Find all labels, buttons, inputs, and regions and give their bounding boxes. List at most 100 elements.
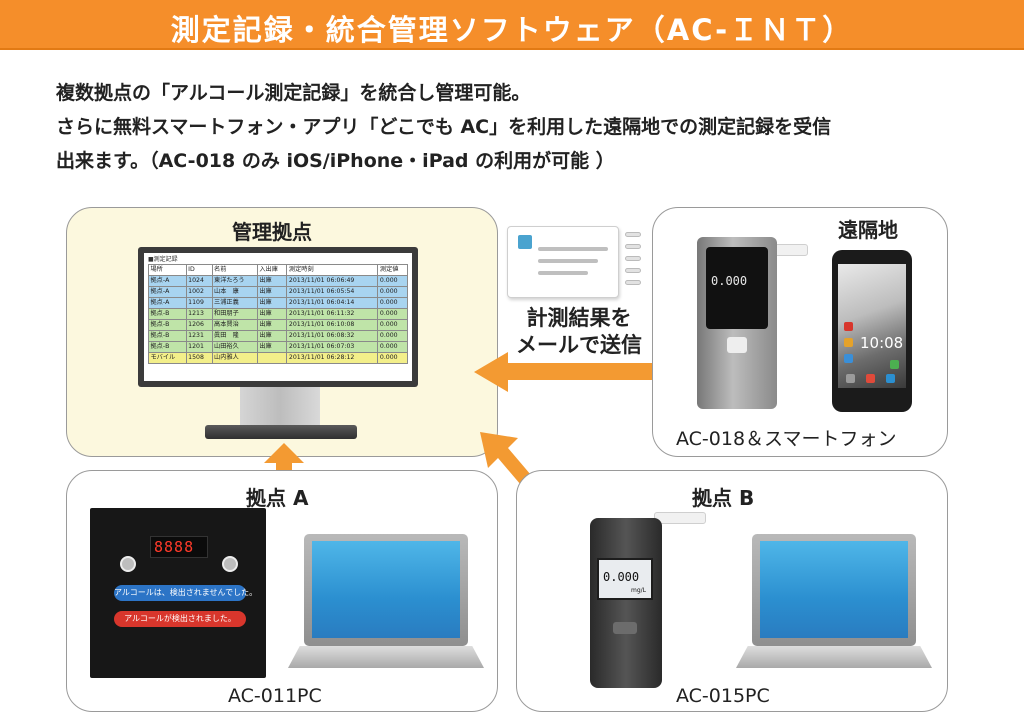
smartphone: 10:08 [832, 250, 912, 412]
cell-name: 眞田 隆 [211, 330, 258, 342]
intro-line-1: 複数拠点の「アルコール測定記録」を統合し管理可能。 [56, 82, 531, 104]
mail-line [538, 271, 588, 275]
ac018-device: 0.000 [697, 237, 777, 409]
cell-location: モバイル [148, 352, 187, 364]
ac018-reading: 0.000 [711, 274, 748, 288]
ac011-display [150, 536, 208, 558]
cell-id: 1206 [185, 319, 213, 331]
cell-io: 出庫 [256, 286, 288, 298]
ac015-reading: 0.000 [603, 570, 640, 584]
hq-title: 管理拠点 [232, 220, 312, 244]
header-time: 測定時刻 [286, 264, 379, 276]
laptop-a-screen [312, 541, 460, 638]
ac015-device: 0.000 mg/L [590, 518, 662, 688]
cell-value: 0.000 [377, 319, 408, 331]
app-icon [844, 354, 853, 363]
cell-time: 2013/11/01 06:08:32 [286, 330, 379, 342]
intro-text: 複数拠点の「アルコール測定記録」を統合し管理可能。 さらに無料スマートフォン・ア… [56, 76, 996, 178]
app-icon [844, 322, 853, 331]
records-title: ■測定記録 [148, 256, 178, 263]
ac015-unit: mg/L [631, 587, 647, 594]
cell-name: 山本 康 [211, 286, 258, 298]
cell-id: 1231 [185, 330, 213, 342]
cell-location: 拠点-B [148, 319, 187, 331]
knob-icon [120, 556, 136, 572]
ac011-digits: 8888 [154, 538, 195, 556]
cell-value: 0.000 [377, 352, 408, 364]
mail-line [538, 247, 608, 251]
app-icon [846, 374, 855, 383]
mail-caption-line-2: メールで送信 [516, 333, 642, 357]
cell-io: 出庫 [256, 319, 288, 331]
cell-time: 2013/11/01 06:11:32 [286, 308, 379, 320]
cell-time: 2013/11/01 06:04:14 [286, 297, 379, 309]
monitor-base [205, 425, 357, 439]
ac011-ok-label: アルコールは、検出されませんでした。 [114, 585, 257, 601]
cell-location: 拠点-A [148, 297, 187, 309]
mouthpiece [654, 512, 706, 524]
cell-io: 出庫 [256, 341, 288, 353]
cell-value: 0.000 [377, 330, 408, 342]
speed-line [625, 244, 641, 249]
cell-id: 1201 [185, 341, 213, 353]
cell-time: 2013/11/01 06:28:12 [286, 352, 379, 364]
site-b-caption: AC-015PC [676, 685, 770, 707]
envelope-icon [507, 226, 619, 298]
cell-io: 出庫 [256, 308, 288, 320]
cell-io: 出庫 [256, 330, 288, 342]
header-name: 名前 [211, 264, 258, 276]
header-io: 入出庫 [256, 264, 288, 276]
ac015-button [613, 622, 637, 634]
laptop-b-keyboard [736, 646, 932, 668]
cell-location: 拠点-A [148, 275, 187, 287]
cell-value: 0.000 [377, 275, 408, 287]
ac018-button [727, 337, 747, 353]
ac015-screen: 0.000 mg/L [597, 558, 653, 600]
cell-name: 山内雅人 [211, 352, 258, 364]
speed-line [625, 232, 641, 237]
phone-time: 10:08 [860, 334, 904, 352]
cell-io: 出庫 [256, 275, 288, 287]
records-header-row: 場所 ID 名前 入出庫 測定時刻 測定値 [148, 264, 408, 276]
cell-name: 高本賢治 [211, 319, 258, 331]
speed-line [625, 256, 641, 261]
arrow-up-icon [264, 443, 304, 483]
intro-line-3: 出来ます。（AC-018 のみ iOS/iPhone・iPad の利用が可能 ） [56, 150, 615, 172]
cell-id: 1024 [185, 275, 213, 287]
knob-icon [222, 556, 238, 572]
cell-value: 0.000 [377, 286, 408, 298]
cell-value: 0.000 [377, 341, 408, 353]
title-banner: 測定記録・統合管理ソフトウェア（AC-ＩＮＴ） [0, 0, 1024, 50]
mail-stamp [518, 235, 532, 249]
laptop-a-keyboard [288, 646, 484, 668]
phone-screen: 10:08 [838, 264, 906, 388]
app-icon [890, 360, 899, 369]
speed-line [625, 268, 641, 273]
cell-name: 三浦正義 [211, 297, 258, 309]
cell-location: 拠点-B [148, 308, 187, 320]
remote-title: 遠隔地 [838, 218, 898, 242]
cell-io: 出庫 [256, 297, 288, 309]
cell-value: 0.000 [377, 297, 408, 309]
remote-caption: AC-018＆スマートフォン [676, 428, 897, 450]
app-icon [886, 374, 895, 383]
cell-location: 拠点-A [148, 286, 187, 298]
cell-location: 拠点-B [148, 330, 187, 342]
cell-time: 2013/11/01 06:07:03 [286, 341, 379, 353]
mail-line [538, 259, 598, 263]
cell-location: 拠点-B [148, 341, 187, 353]
cell-name: 東洋たろう [211, 275, 258, 287]
ac011-alert-label: アルコールが検出されました。 [114, 611, 246, 627]
cell-io [256, 352, 288, 364]
site-a-title: 拠点 A [246, 486, 309, 510]
page-title: 測定記録・統合管理ソフトウェア（AC-ＩＮＴ） [170, 13, 854, 47]
